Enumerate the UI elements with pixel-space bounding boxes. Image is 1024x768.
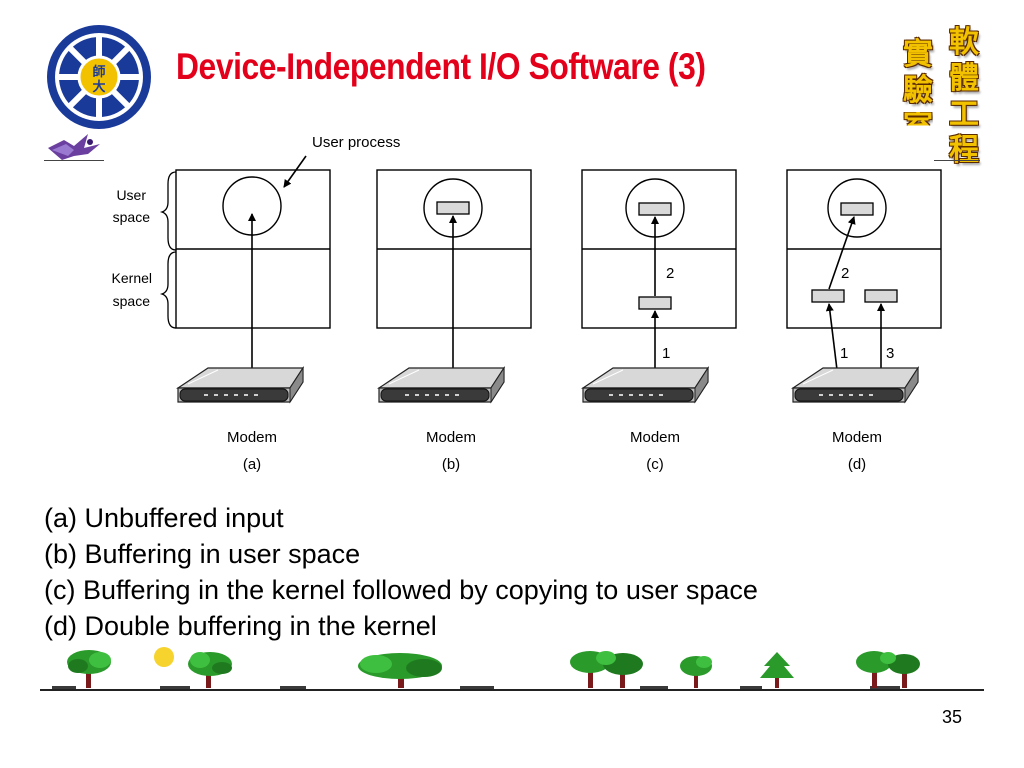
kernel-buffer — [811, 289, 845, 303]
lab-mark-char: 驗 — [903, 73, 933, 108]
arrow-label: 1 — [662, 345, 670, 362]
caption-item: (c) Buffering in the kernel followed by … — [44, 575, 758, 605]
kernel-space-label: space — [113, 293, 151, 309]
modem-icon — [177, 367, 304, 403]
lab-mark: 軟 體 工 程 實 驗 室 — [893, 24, 989, 172]
arrow-label: 2 — [666, 265, 674, 282]
tree-icon — [856, 651, 920, 688]
input-arrow — [825, 303, 839, 379]
caption-list: (a) Unbuffered input (b) Buffering in us… — [44, 500, 758, 644]
tree-icon — [358, 653, 442, 688]
modem-icon — [378, 367, 505, 403]
modem-icon — [582, 367, 709, 403]
panel-c: 2 1 Modem (c) — [581, 169, 737, 473]
arrow-label: 1 — [840, 345, 848, 362]
tree-icon — [760, 652, 794, 688]
kernel-space-label: Kernel — [112, 270, 152, 286]
lab-mark-char: 體 — [949, 61, 979, 96]
tree-icon — [67, 650, 111, 688]
user-process-callout: User process — [312, 134, 400, 151]
caption-item: (b) Buffering in user space — [44, 539, 361, 569]
bird-icon — [48, 134, 100, 160]
user-buffer — [638, 202, 672, 216]
lab-mark-char: 實 — [903, 37, 933, 72]
sun-icon — [154, 647, 174, 667]
tree-icon — [680, 656, 712, 688]
user-buffer — [840, 202, 874, 216]
tree-icon — [188, 652, 232, 688]
device-label: Modem — [227, 429, 277, 446]
panel-b: Modem (b) — [376, 169, 532, 473]
buffering-diagram: User process User space Kernel space Mod… — [112, 134, 942, 473]
device-label: Modem — [630, 429, 680, 446]
kernel-buffer — [864, 289, 898, 303]
arrow-label: 2 — [841, 265, 849, 282]
panel-label: (b) — [442, 456, 460, 473]
logo-text-bottom: 大 — [92, 79, 105, 95]
arrow-label: 3 — [886, 345, 894, 362]
landscape-footer — [40, 647, 984, 691]
slide-title: Device-Independent I/O Software (3) — [176, 46, 706, 87]
panel-label: (c) — [646, 456, 664, 473]
title-rule-right — [934, 160, 980, 161]
kernel-space-brace — [159, 251, 177, 329]
copy-arrow — [828, 216, 856, 290]
title-rule-left — [44, 160, 104, 161]
panel-label: (d) — [848, 456, 866, 473]
caption-item: (d) Double buffering in the kernel — [44, 611, 437, 641]
page-number: 35 — [941, 707, 962, 727]
user-buffer — [436, 201, 470, 215]
panel-label: (a) — [243, 456, 261, 473]
panel-a: Modem (a) — [175, 169, 331, 473]
user-space-label: space — [113, 209, 151, 225]
panel-d: 2 1 3 Modem (d) — [786, 169, 942, 473]
lab-mark-char: 軟 — [949, 25, 979, 60]
caption-item: (a) Unbuffered input — [44, 503, 284, 533]
university-logo: 師 大 — [47, 25, 151, 129]
tree-icon — [570, 651, 643, 688]
user-space-label: User — [116, 187, 146, 203]
lab-mark-char: 室 — [903, 109, 933, 144]
kernel-buffer — [638, 296, 672, 310]
device-label: Modem — [832, 429, 882, 446]
device-label: Modem — [426, 429, 476, 446]
logo-text-top: 師 — [92, 64, 105, 80]
user-space-brace — [159, 171, 177, 251]
modem-icon — [792, 367, 919, 403]
callout-arrow — [283, 155, 307, 188]
lab-mark-char: 工 — [949, 97, 979, 132]
